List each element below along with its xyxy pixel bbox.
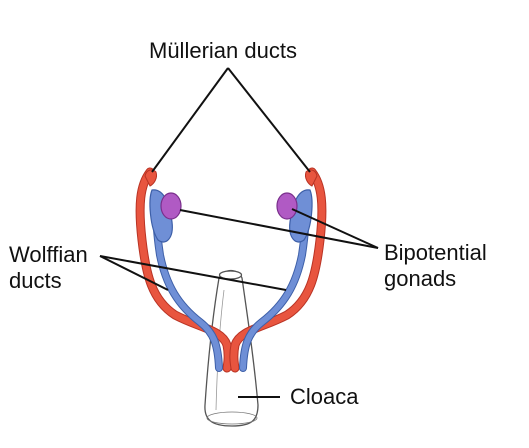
gonads-label-line2: gonads [384,266,457,291]
right-wolffian-duct [239,189,313,372]
mullerian-ducts-label: Müllerian ducts [149,38,297,63]
wolffian-label-line1: Wolffian [9,242,88,267]
cloaca-bottom [206,411,258,425]
wolffian-ducts-label: Wolffian ducts [9,242,88,294]
left-wolffian-duct [149,189,223,372]
leader-mullerian-left [151,67,229,173]
left-gonad [160,192,182,220]
leader-gonad-left [179,209,379,249]
cloaca-label: Cloaca [290,384,359,409]
leader-mullerian-right [227,67,311,173]
leader-wolffian-right [99,255,287,291]
leader-gonad-right [291,208,379,249]
left-mullerian-duct [135,167,233,373]
leader-wolffian-left [99,255,169,291]
leader-lines [99,67,379,398]
wolffian-label-line2: ducts [9,268,62,293]
bipotential-gonads-label: Bipotential gonads [384,240,487,292]
right-mullerian-duct [229,167,327,373]
gonads-label-line1: Bipotential [384,240,487,265]
right-gonad [276,192,298,220]
